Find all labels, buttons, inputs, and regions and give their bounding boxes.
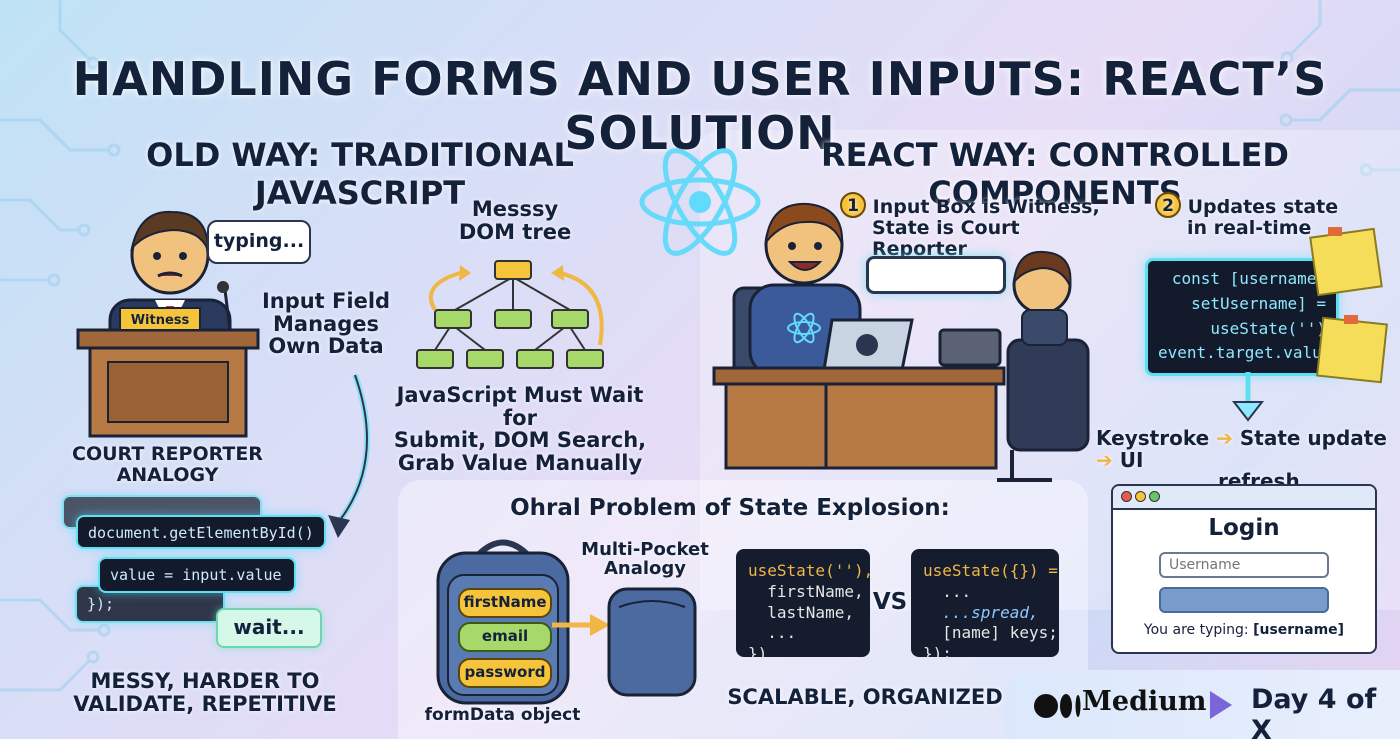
window-titlebar (1113, 486, 1375, 510)
developer-desk-illustration (712, 202, 1090, 482)
witness-sign: Witness (131, 313, 190, 328)
curved-arrow-icon (328, 374, 370, 538)
old-way-footer: MESSY, HARDER TO VALIDATE, REPETITIVE (73, 669, 337, 716)
field-firstname: firstName (458, 588, 552, 618)
maximize-dot-icon (1149, 491, 1160, 502)
dom-tree-diagram (416, 260, 604, 369)
close-dot-icon (1121, 491, 1132, 502)
arrow-right-icon (552, 614, 610, 636)
react-way-heading: REACT WAY: CONTROLLED COMPONENTS (821, 136, 1289, 212)
code-block-value: value = input.value (98, 557, 296, 593)
step2-number: 2 (1155, 192, 1181, 218)
sticky-notes-icon (1309, 227, 1388, 384)
login-button[interactable] (1159, 587, 1329, 613)
wait-bubble: wait... (216, 608, 322, 648)
minimize-dot-icon (1135, 491, 1146, 502)
field-password: password (458, 658, 552, 688)
vs-label: VS (872, 589, 908, 615)
state-explosion-footer: SCALABLE, ORGANIZED (727, 685, 1003, 709)
brand-bar: Medium Day 4 of X (1004, 670, 1400, 739)
field-email: email (458, 622, 552, 652)
formdata-label: formData object (424, 705, 581, 725)
step2-label: 2 Updates state in real-time (1155, 192, 1355, 239)
js-wait-label: JavaScript Must Wait for Submit, DOM Sea… (393, 383, 647, 476)
state-explosion-heading: Ohral Problem of State Explosion: (510, 495, 950, 521)
witness-illustration: Witness (76, 210, 260, 438)
arrow-right-icon: ➔ (1216, 426, 1233, 450)
input-box-visual (866, 256, 1006, 294)
react-logo-icon (639, 148, 761, 256)
day-counter: Day 4 of X (1251, 684, 1377, 739)
multi-pocket-label: Multi-Pocket Analogy (581, 539, 709, 580)
old-way-heading: OLD WAY: TRADITIONAL JAVASCRIPT (146, 136, 574, 212)
username-input[interactable] (1159, 552, 1329, 578)
pocket-icon (607, 587, 697, 697)
input-field-label: Input Field Manages Own Data (261, 289, 391, 359)
typing-status: You are typing: [username] (1143, 622, 1345, 638)
typing-bubble: typing... (207, 220, 311, 264)
dom-tree-label: Messsy DOM tree (458, 197, 572, 244)
step1-label: 1 Input Box is Witness, State is Court R… (840, 192, 1100, 259)
down-arrow-icon (1231, 372, 1265, 422)
court-reporter-analogy-label: COURT REPORTER ANALOGY (72, 443, 263, 486)
code-block-getelementbyid: document.getElementById() (76, 515, 326, 549)
usestate-multiple-code: useState(''), firstName, lastName, ...}) (736, 549, 873, 663)
page-title: HANDLING FORMS AND USER INPUTS: REACT’S … (72, 52, 1328, 160)
usestate-code-block: const [username, setUsername] = useState… (1145, 258, 1339, 376)
arrow-right-icon: ➔ (1096, 447, 1113, 472)
play-triangle-icon (1210, 691, 1232, 719)
usestate-object-code: useState({}) = ... ...spread, [name] key… (911, 549, 1059, 663)
login-title: Login (1208, 515, 1280, 541)
step1-number: 1 (840, 192, 866, 218)
medium-logo-icon (1034, 694, 1081, 718)
medium-wordmark: Medium (1082, 686, 1207, 717)
login-window: Login You are typing: [username] (1111, 484, 1377, 654)
